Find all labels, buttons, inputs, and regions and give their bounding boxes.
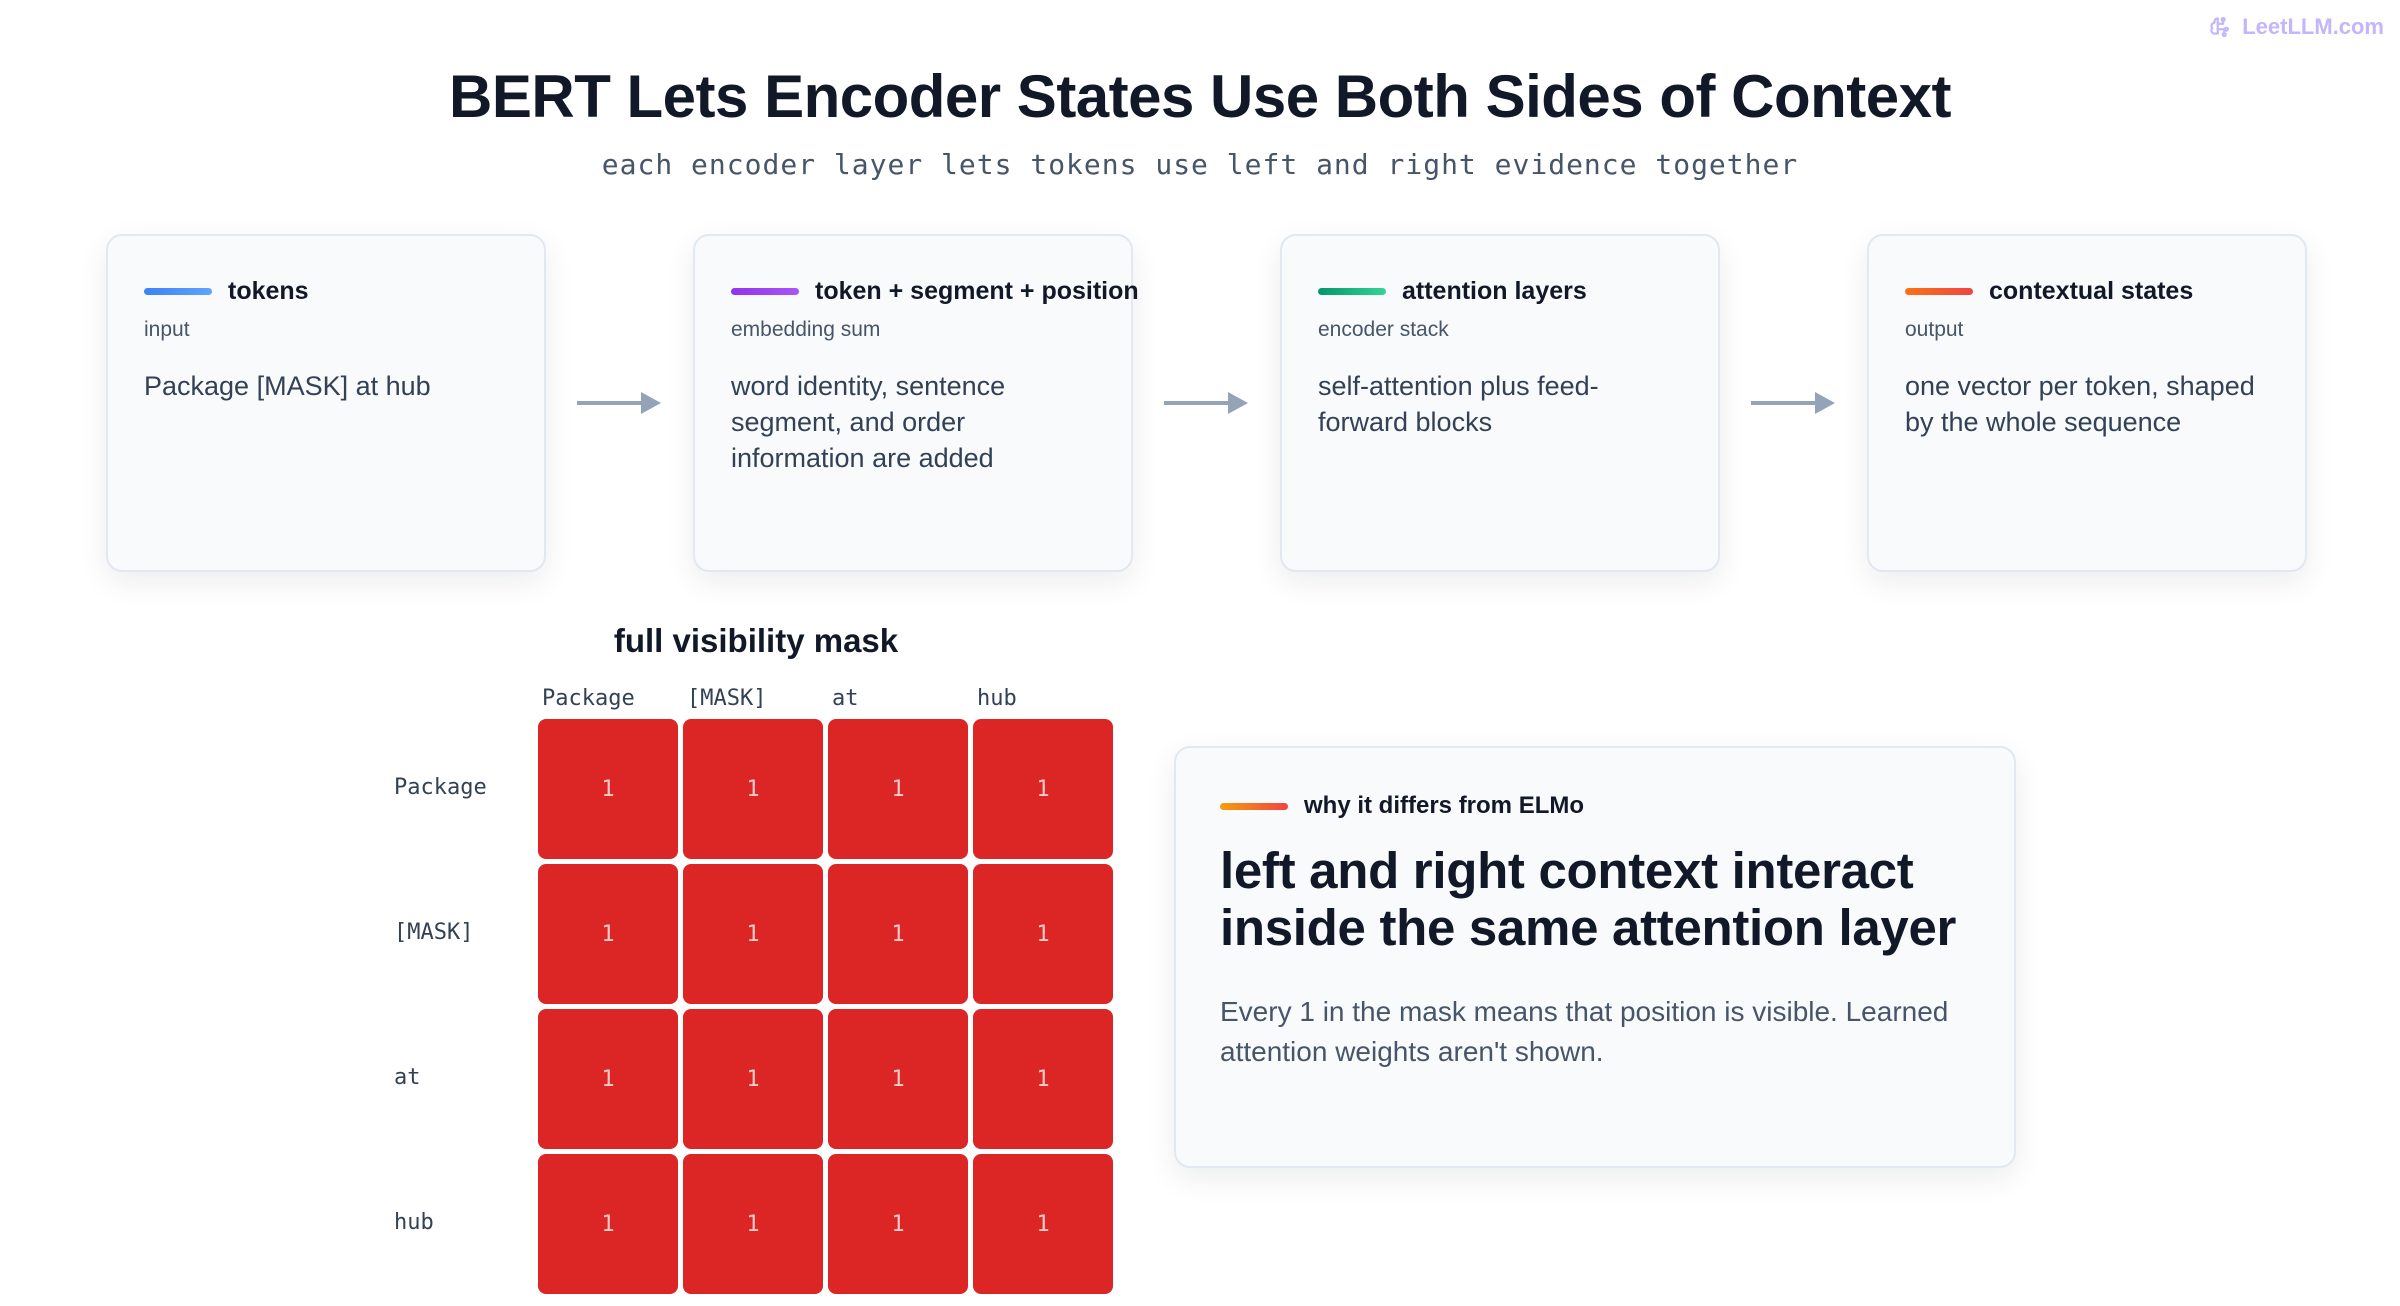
- mask-cell: 1: [538, 1009, 678, 1149]
- arrow-right-icon: [1751, 392, 1835, 414]
- accent-bar: [1318, 287, 1386, 295]
- mask-cell: 1: [683, 719, 823, 859]
- accent-bar: [144, 287, 212, 295]
- mask-column-label: hub: [977, 686, 1017, 711]
- mask-cell: 1: [973, 864, 1113, 1004]
- brand-logo[interactable]: LeetLLM.com: [2208, 14, 2384, 40]
- mask-cell: 1: [683, 1009, 823, 1149]
- mask-column-label: [MASK]: [687, 686, 767, 711]
- callout-label: why it differs from ELMo: [1304, 792, 1585, 819]
- accent-bar: [1905, 287, 1973, 295]
- brain-icon: [2210, 16, 2230, 38]
- card-subtitle: encoder stack: [1318, 318, 1449, 341]
- elmo-difference-card: why it differs from ELMo left and right …: [1174, 746, 2016, 1168]
- arrow-right-icon: [577, 392, 661, 414]
- card-body: word identity, sentence segment, and ord…: [731, 371, 1006, 473]
- card-title: contextual states: [1989, 276, 2194, 305]
- mask-row-label: [MASK]: [394, 920, 474, 945]
- pipeline-card-tokens: tokens input Package [MASK] at hub: [106, 234, 546, 572]
- mask-cell: 1: [538, 719, 678, 859]
- mask-column-label: Package: [542, 686, 635, 711]
- mask-cell: 1: [828, 1009, 968, 1149]
- card-body: self-attention plus feed-forward blocks: [1318, 371, 1599, 437]
- mask-cell: 1: [538, 864, 678, 1004]
- card-title: attention layers: [1402, 276, 1587, 305]
- card-title: tokens: [228, 276, 309, 305]
- mask-row-label: hub: [394, 1210, 434, 1235]
- pipeline-card-embedding: token + segment + position embedding sum…: [693, 234, 1139, 572]
- mask-title: full visibility mask: [613, 622, 899, 659]
- card-title: token + segment + position: [815, 276, 1139, 305]
- arrow-right-icon: [1164, 392, 1248, 414]
- mask-cell: 1: [828, 864, 968, 1004]
- accent-bar: [731, 287, 799, 295]
- mask-cell: 1: [828, 719, 968, 859]
- page-subtitle: each encoder layer lets tokens use left …: [601, 148, 1799, 181]
- mask-row-label: Package: [394, 775, 487, 800]
- card-subtitle: input: [144, 318, 190, 341]
- mask-row-label: at: [394, 1065, 421, 1090]
- mask-cell: 1: [683, 1154, 823, 1294]
- accent-bar: [1220, 802, 1288, 810]
- card-subtitle: embedding sum: [731, 318, 881, 341]
- mask-cell: 1: [683, 864, 823, 1004]
- mask-cell: 1: [973, 719, 1113, 859]
- callout-headline: left and right context interact inside t…: [1220, 842, 1957, 956]
- callout-body: Every 1 in the mask means that position …: [1220, 996, 1949, 1067]
- mask-cell: 1: [828, 1154, 968, 1294]
- mask-cell: 1: [973, 1009, 1113, 1149]
- card-subtitle: output: [1905, 318, 1964, 341]
- card-body: Package [MASK] at hub: [144, 371, 431, 401]
- mask-cell: 1: [973, 1154, 1113, 1294]
- page-title: BERT Lets Encoder States Use Both Sides …: [449, 63, 1951, 130]
- mask-cell: 1: [538, 1154, 678, 1294]
- pipeline-card-attention: attention layers encoder stack self-atte…: [1280, 234, 1720, 572]
- brand-label: LeetLLM.com: [2242, 14, 2384, 39]
- mask-column-label: at: [832, 686, 859, 711]
- pipeline-card-output: contextual states output one vector per …: [1867, 234, 2307, 572]
- card-body: one vector per token, shaped by the whol…: [1905, 371, 2255, 437]
